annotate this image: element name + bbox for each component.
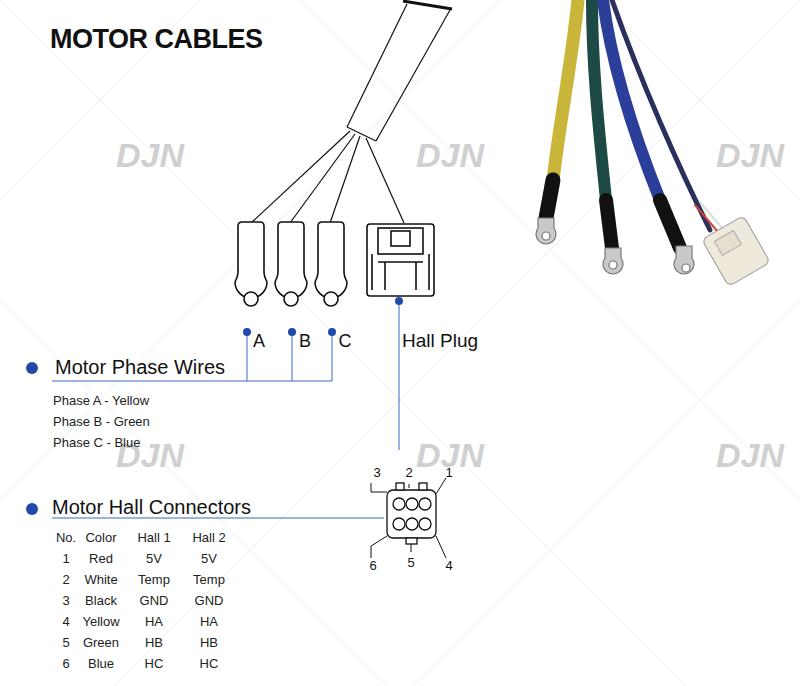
pin-number: 2 xyxy=(405,466,412,479)
table-cell: 5V xyxy=(201,552,217,565)
cable-photo xyxy=(546,0,722,248)
page-title: MOTOR CABLES xyxy=(50,26,263,53)
table-cell: No. xyxy=(56,531,76,544)
watermark: DJN xyxy=(416,138,484,172)
table-cell: Green xyxy=(83,636,119,649)
pin-number: 6 xyxy=(369,559,376,572)
bullet-dots xyxy=(26,297,403,515)
part-name: Hall Plug xyxy=(402,331,478,350)
table-cell: 4 xyxy=(62,615,69,628)
terminal-letter: C xyxy=(339,332,352,350)
table-cell: Color xyxy=(85,531,116,544)
section-heading: Motor Phase Wires xyxy=(55,357,225,377)
table-cell: Blue xyxy=(88,657,114,670)
photo-terminals xyxy=(536,218,694,274)
table-cell: 5V xyxy=(146,552,162,565)
watermark: DJN xyxy=(716,438,784,472)
hall-plug xyxy=(367,224,434,296)
table-cell: 5 xyxy=(62,636,69,649)
table-cell: Hall 1 xyxy=(137,531,170,544)
photo-hall-plug xyxy=(702,216,771,287)
ring-terminals xyxy=(235,222,347,306)
table-cell: Red xyxy=(89,552,113,565)
connector-face xyxy=(387,483,436,544)
cable-drawing xyxy=(251,1,452,223)
table-cell: HC xyxy=(145,657,164,670)
pin-leaders xyxy=(371,478,446,558)
table-cell: HA xyxy=(145,615,163,628)
table-cell: HA xyxy=(200,615,218,628)
phase-note: Phase A - Yellow xyxy=(53,394,149,407)
watermark: DJN xyxy=(716,138,784,172)
pin-number: 5 xyxy=(407,556,414,569)
phase-note: Phase B - Green xyxy=(53,415,150,428)
table-cell: GND xyxy=(195,594,224,607)
table-cell: White xyxy=(84,573,117,586)
watermark: DJN xyxy=(116,138,184,172)
phase-note: Phase C - Blue xyxy=(53,436,140,449)
table-cell: Temp xyxy=(193,573,225,586)
pin-number: 4 xyxy=(445,559,452,572)
table-cell: Black xyxy=(85,594,117,607)
table-cell: Temp xyxy=(138,573,170,586)
pin-number: 3 xyxy=(373,466,380,479)
pin-number: 1 xyxy=(445,466,452,479)
table-cell: GND xyxy=(140,594,169,607)
table-cell: HC xyxy=(200,657,219,670)
terminal-letter: A xyxy=(253,332,265,350)
table-cell: 3 xyxy=(62,594,69,607)
table-cell: HB xyxy=(200,636,218,649)
leader-lines xyxy=(52,303,399,518)
terminal-letter: B xyxy=(299,332,311,350)
table-cell: 6 xyxy=(62,657,69,670)
table-cell: 2 xyxy=(62,573,69,586)
table-cell: Yellow xyxy=(82,615,119,628)
section-heading: Motor Hall Connectors xyxy=(52,497,251,517)
table-cell: Hall 2 xyxy=(192,531,225,544)
table-cell: HB xyxy=(145,636,163,649)
table-cell: 1 xyxy=(62,552,69,565)
